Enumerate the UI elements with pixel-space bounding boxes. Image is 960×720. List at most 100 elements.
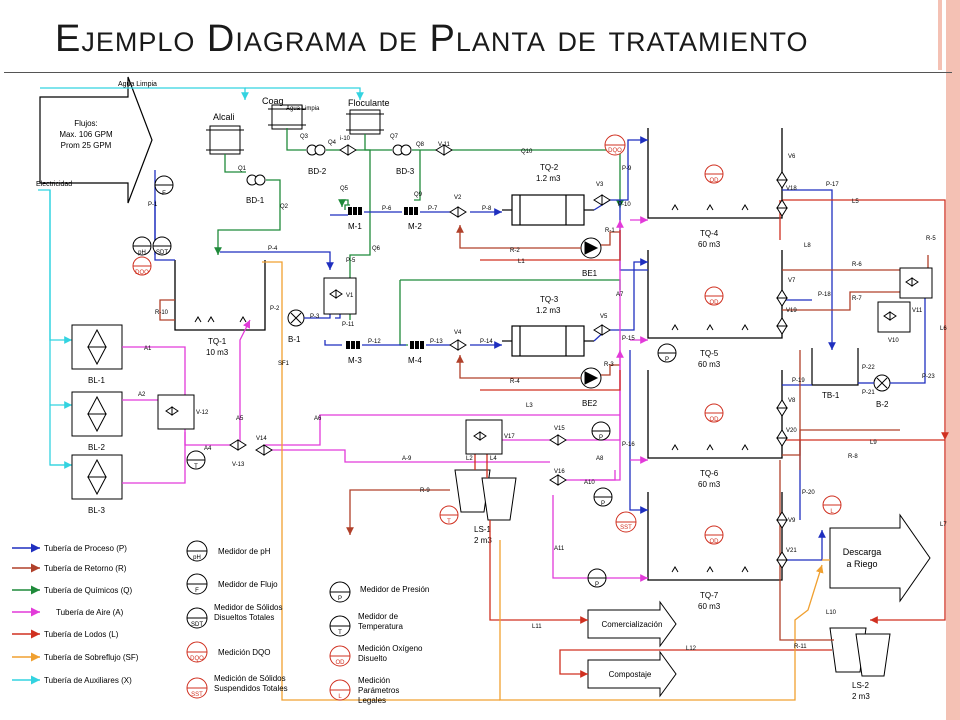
legend-meter-ph: pH Medidor de pH	[186, 540, 271, 562]
svg-text:V8: V8	[788, 398, 796, 404]
blower-bl1	[71, 324, 123, 370]
svg-text:F: F	[195, 588, 199, 594]
svg-text:R-4: R-4	[510, 379, 520, 385]
instrument-temperature-ls1: T	[439, 505, 459, 525]
tq1-diffusers	[194, 316, 247, 323]
m3-label: M-3	[348, 356, 362, 365]
sludge-settler-ls1	[454, 469, 517, 521]
svg-text:V14: V14	[256, 436, 267, 442]
b1-label: B-1	[288, 335, 301, 344]
flujos-line1: Flujos:	[74, 119, 98, 128]
valve-assembly-v1	[323, 277, 357, 315]
svg-text:SDT: SDT	[191, 622, 203, 628]
tq5-name: TQ-5	[700, 349, 719, 358]
bl3-label: BL-3	[88, 506, 105, 515]
svg-text:L12: L12	[686, 646, 697, 652]
tb1-label: TB-1	[822, 391, 840, 400]
pump-be1	[580, 237, 602, 259]
svg-text:P-11: P-11	[342, 322, 355, 328]
svg-text:P-16: P-16	[622, 442, 635, 448]
svg-text:Q9: Q9	[414, 192, 423, 198]
comercializacion-label: Comercialización	[602, 620, 663, 629]
descarga-arrow	[829, 513, 931, 603]
svg-text:OD: OD	[710, 300, 720, 306]
svg-text:SST: SST	[620, 525, 632, 531]
tank-tq1	[174, 260, 266, 331]
ls1-volume: 2 m3	[474, 536, 492, 545]
compostaje-arrow	[587, 650, 677, 698]
svg-text:Q6: Q6	[372, 246, 381, 252]
svg-text:V3: V3	[596, 182, 604, 188]
svg-text:V19: V19	[786, 308, 797, 314]
svg-text:Medidor de pH: Medidor de pH	[218, 547, 271, 556]
svg-text:P-8: P-8	[482, 206, 492, 212]
svg-text:A11: A11	[554, 546, 565, 552]
svg-text:P-22: P-22	[862, 365, 875, 371]
tq7-volume: 60 m3	[698, 602, 721, 611]
svg-text:V4: V4	[454, 330, 462, 336]
tq6-name: TQ-6	[700, 469, 719, 478]
svg-text:Tubería de Sobreflujo (SF): Tubería de Sobreflujo (SF)	[44, 653, 139, 662]
svg-text:A5: A5	[236, 416, 244, 422]
svg-text:R-9: R-9	[420, 488, 430, 494]
svg-text:A10: A10	[584, 480, 595, 486]
process-pipes	[154, 136, 929, 561]
decorative-strip-small	[938, 0, 942, 70]
svg-text:Q7: Q7	[390, 134, 399, 140]
svg-text:V11: V11	[912, 308, 923, 314]
descarga-line2: a Riego	[846, 559, 877, 569]
svg-text:A-9: A-9	[402, 456, 412, 462]
svg-text:SDT: SDT	[156, 250, 168, 256]
tq4-volume: 60 m3	[698, 240, 721, 249]
svg-text:P-3: P-3	[310, 314, 320, 320]
svg-text:P-19: P-19	[792, 378, 805, 384]
legend-meter-pressure: P Medidor de Presión	[329, 581, 429, 603]
slide-title: Ejemplo Diagrama de Planta de tratamient…	[55, 18, 809, 60]
svg-text:P-18: P-18	[818, 292, 831, 298]
svg-text:L5: L5	[852, 199, 859, 205]
svg-text:i-10: i-10	[340, 136, 351, 142]
instrument-pressure-tq5: P	[657, 343, 677, 363]
instrument-od-tq5: OD	[704, 286, 724, 306]
valve-assembly-v17	[465, 419, 503, 455]
dosing-pump-bd3	[392, 144, 412, 156]
svg-text:P-21: P-21	[862, 390, 875, 396]
tq3-name: TQ-3	[540, 295, 559, 304]
svg-text:A1: A1	[144, 346, 152, 352]
svg-text:V15: V15	[554, 426, 565, 432]
svg-text:L: L	[338, 694, 342, 700]
mixer-m2	[404, 207, 418, 215]
instrument-legal-1: L	[822, 495, 842, 515]
svg-text:V2: V2	[454, 195, 462, 201]
svg-text:L4: L4	[490, 456, 497, 462]
svg-text:L2: L2	[466, 456, 473, 462]
svg-text:P: P	[338, 596, 342, 602]
m2-label: M-2	[408, 222, 422, 231]
svg-text:P: P	[665, 357, 669, 363]
return-pipes	[159, 225, 929, 641]
tank-tq2	[502, 194, 594, 226]
svg-text:R-3: R-3	[604, 362, 614, 368]
pipe-tags: P-1 P-2 P-3 P-4 P-5 P-6 P-7 P-8 P-9 P-10…	[138, 134, 947, 652]
svg-text:L6: L6	[940, 326, 947, 332]
svg-text:SF1: SF1	[278, 361, 290, 367]
svg-text:L11: L11	[532, 624, 542, 630]
electricidad-label: Electricidad	[36, 181, 72, 188]
svg-text:P-23: P-23	[922, 374, 935, 380]
svg-text:P-5: P-5	[346, 258, 356, 264]
svg-text:A8: A8	[596, 456, 604, 462]
flujos-line3: Prom 25 GPM	[61, 141, 112, 150]
svg-text:P-10: P-10	[618, 202, 631, 208]
svg-text:A2: A2	[138, 392, 146, 398]
svg-text:P: P	[599, 435, 603, 441]
svg-text:V16: V16	[554, 469, 565, 475]
descarga-line1: Descarga	[843, 547, 882, 557]
legend-meters: pH Medidor de pH F Medidor de Flujo SDT …	[186, 540, 429, 705]
tq5-volume: 60 m3	[698, 360, 721, 369]
svg-text:L9: L9	[870, 440, 877, 446]
svg-text:T: T	[338, 630, 342, 636]
legend-pipe-return: Tubería de Retorno (R)	[12, 563, 127, 573]
svg-text:OD: OD	[710, 539, 720, 545]
legend-meter-sst: SST Medición de Sólidos Suspendidos Tota…	[186, 674, 288, 699]
dosing-pump-bd1	[246, 174, 266, 186]
